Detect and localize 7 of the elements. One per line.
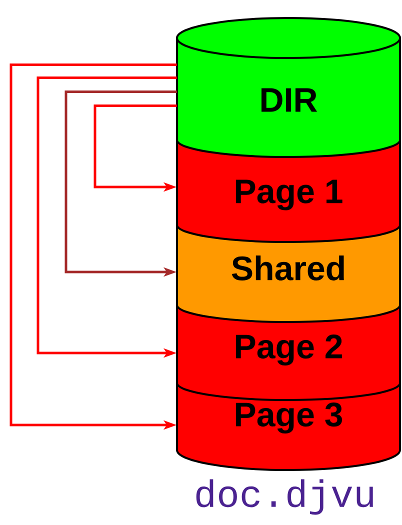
- cylinder-segment: Page 2: [176, 304, 401, 400]
- cylinder-segment: Shared: [176, 224, 401, 322]
- node-label: Page 3: [236, 402, 342, 434]
- cylinder-segment: Page 3: [176, 382, 401, 471]
- cylinder-segment: Page 1: [176, 140, 401, 242]
- cylinder-segment: DIR: [176, 17, 401, 157]
- file-name: doc.djvu: [196, 479, 373, 515]
